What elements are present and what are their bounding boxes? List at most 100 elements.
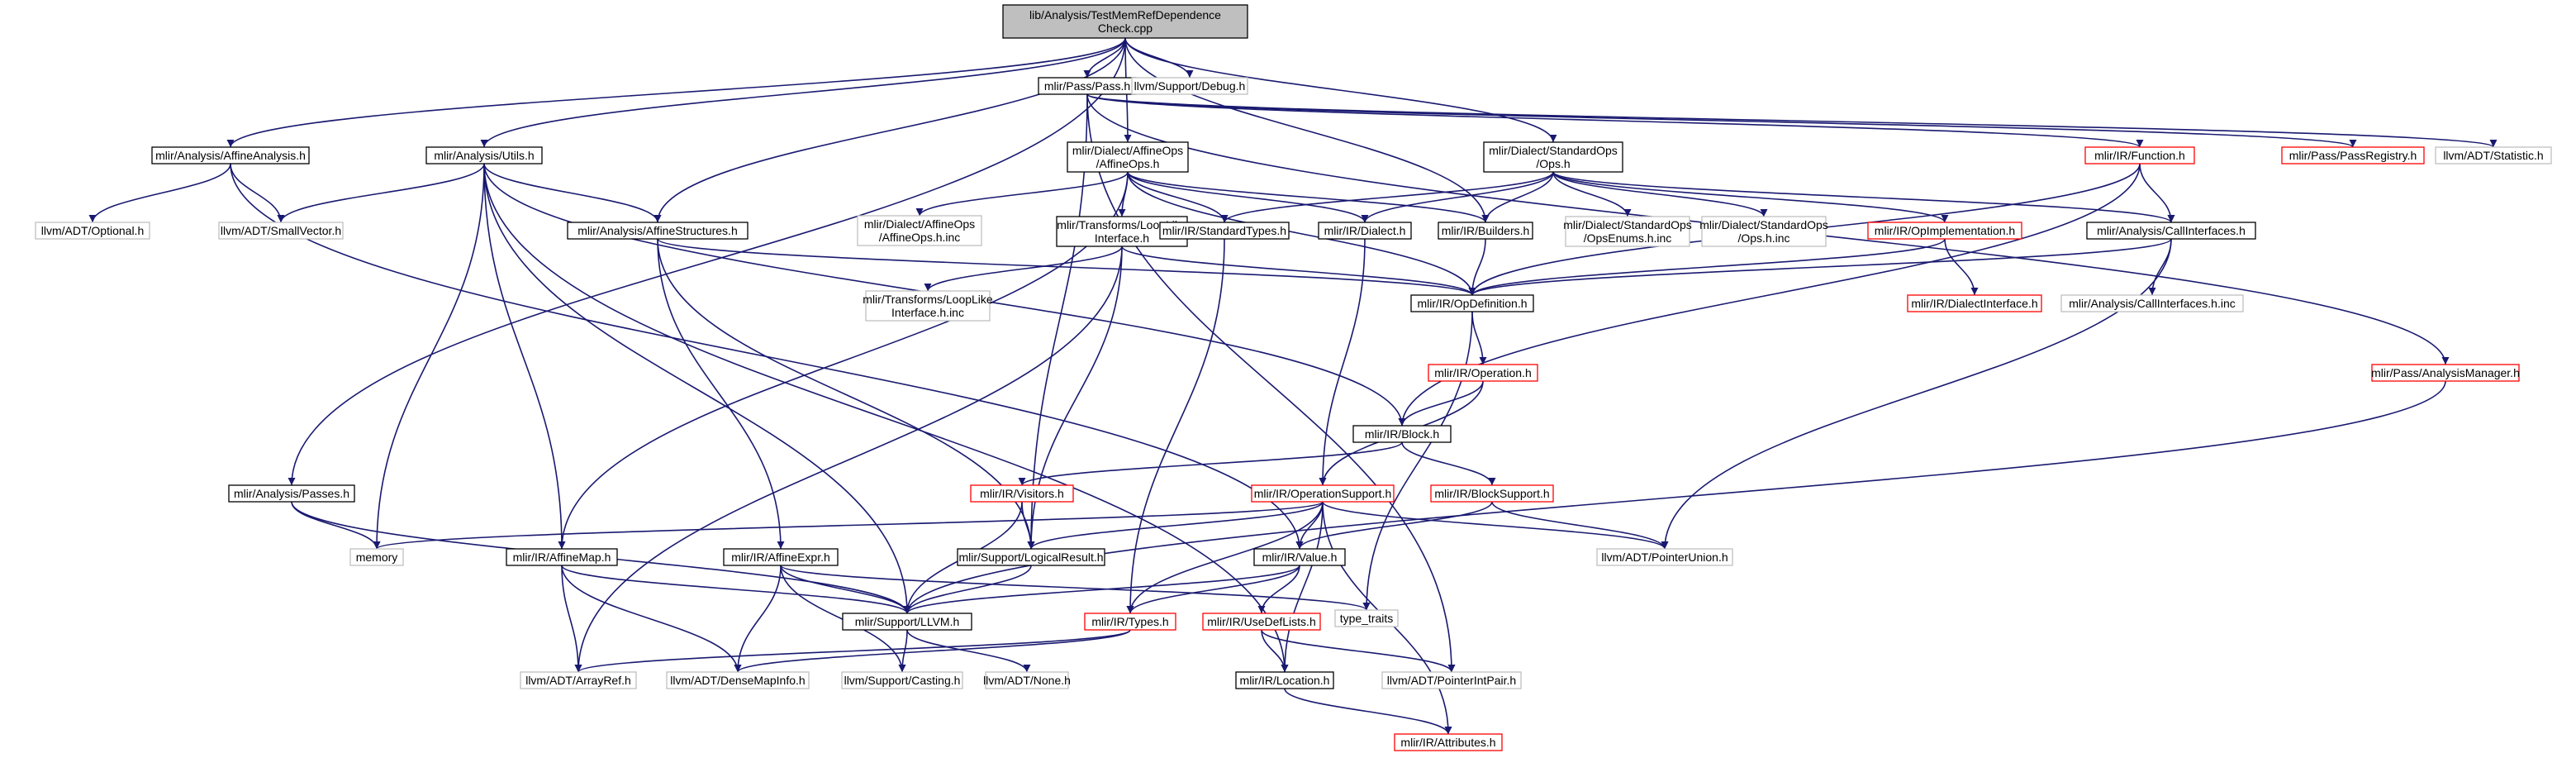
edge-pass_h-to-statistic_h: [1086, 93, 2497, 148]
node-affine-structures-h[interactable]: mlir/Analysis/AffineStructures.h: [567, 222, 749, 240]
edge-utils_h-to-affine_structures_h: [483, 163, 662, 223]
node-value-h[interactable]: mlir/IR/Value.h: [1253, 548, 1346, 566]
node-label: mlir/Dialect/AffineOps: [864, 217, 975, 231]
node-attributes-h[interactable]: mlir/IR/Attributes.h: [1394, 733, 1503, 751]
node-box: [1067, 141, 1189, 173]
node-pointer-union-h: llvm/ADT/PointerUnion.h: [1596, 548, 1733, 566]
node-label: /AffineOps.h: [1096, 157, 1160, 170]
node-affine-map-h[interactable]: mlir/IR/AffineMap.h: [506, 548, 618, 566]
node-label: llvm/ADT/PointerIntPair.h: [1387, 674, 1516, 687]
node-root[interactable]: lib/Analysis/TestMemRefDependenceCheck.c…: [1002, 4, 1248, 39]
node-std-ops-h[interactable]: mlir/Dialect/StandardOps/Ops.h: [1483, 141, 1623, 173]
edge-looplike_h-to-op_definition_h: [1121, 246, 1476, 296]
edge-llvm_h-to-none_h: [906, 629, 1031, 673]
edge-affine_expr_h-to-casting_h: [780, 565, 906, 673]
node-label: mlir/Analysis/Passes.h: [234, 487, 349, 500]
edge-affine_structures_h-to-logical_result_h: [657, 238, 1035, 550]
edge-std_ops_h-to-standard_types_h: [1220, 171, 1554, 223]
node-statistic-h: llvm/ADT/Statistic.h: [2435, 146, 2552, 164]
node-label: mlir/Analysis/Utils.h: [434, 149, 534, 162]
node-passes-h[interactable]: mlir/Analysis/Passes.h: [228, 484, 355, 503]
edge-root-to-utils_h: [480, 37, 1126, 148]
node-box: [1084, 613, 1176, 631]
node-box: [1202, 613, 1321, 631]
node-label: mlir/IR/Value.h: [1262, 551, 1338, 564]
node-box: [2281, 146, 2425, 164]
edge-root-to-affine_analysis_h: [226, 37, 1126, 148]
node-box: [1352, 425, 1452, 443]
node-label: mlir/IR/OperationSupport.h: [1254, 487, 1392, 500]
node-memory: memory: [349, 548, 404, 566]
edge-affine_ops_h-to-standard_types_h: [1127, 171, 1229, 223]
node-box: [857, 215, 982, 246]
node-analysis-manager-h[interactable]: mlir/Pass/AnalysisManager.h: [2371, 364, 2520, 382]
node-call-interfaces-h[interactable]: mlir/Analysis/CallInterfaces.h: [2086, 222, 2256, 240]
node-label: /AffineOps.h.inc: [879, 231, 961, 244]
node-box: [506, 548, 618, 566]
edge-std_ops_h-to-dialect_h: [1361, 171, 1554, 223]
node-affine-analysis-h[interactable]: mlir/Analysis/AffineAnalysis.h: [151, 146, 310, 164]
node-op-definition-h[interactable]: mlir/IR/OpDefinition.h: [1410, 294, 1534, 312]
node-dialect-h[interactable]: mlir/IR/Dialect.h: [1318, 222, 1412, 240]
node-function-h[interactable]: mlir/IR/Function.h: [2084, 146, 2195, 164]
node-affine-ops-h[interactable]: mlir/Dialect/AffineOps/AffineOps.h: [1067, 141, 1189, 173]
edge-value_h-to-use_def_lists_h: [1257, 565, 1300, 614]
node-label: llvm/ADT/SmallVector.h: [221, 224, 341, 237]
node-ops-enums-inc: mlir/Dialect/StandardOps/OpsEnums.h.inc: [1563, 216, 1692, 247]
node-utils-h[interactable]: mlir/Analysis/Utils.h: [425, 146, 543, 164]
node-label: mlir/IR/AffineExpr.h: [731, 551, 830, 564]
node-affine-expr-h[interactable]: mlir/IR/AffineExpr.h: [723, 548, 839, 566]
edge-llvm_h-to-casting_h: [898, 629, 908, 673]
node-box: [2371, 364, 2520, 382]
node-location-h[interactable]: mlir/IR/Location.h: [1235, 671, 1334, 689]
edge-op_impl_h-to-op_definition_h: [1468, 238, 1946, 296]
node-pass-h[interactable]: mlir/Pass/Pass.h: [1038, 77, 1137, 95]
edge-use_def_lists_h-to-pointer_int_pair_h: [1261, 629, 1456, 673]
node-op-impl-h[interactable]: mlir/IR/OpImplementation.h: [1867, 222, 2022, 240]
edge-affine_ops_h-to-builders_h: [1127, 171, 1490, 223]
node-array-ref-h: llvm/ADT/ArrayRef.h: [520, 671, 637, 689]
edge-builders_h-to-op_definition_h: [1468, 238, 1486, 296]
edge-types_h-to-dense_map_info_h: [734, 629, 1131, 673]
node-operation-h[interactable]: mlir/IR/Operation.h: [1428, 364, 1538, 382]
edge-block_support_h-to-value_h: [1295, 501, 1493, 550]
node-visitors-h[interactable]: mlir/IR/Visitors.h: [970, 484, 1074, 503]
node-block-support-h[interactable]: mlir/IR/BlockSupport.h: [1430, 484, 1554, 503]
edge-affine_ops_h-to-affine_ops_inc: [915, 171, 1129, 217]
edge-function_h-to-call_interfaces_h: [2139, 163, 2175, 223]
edge-operation_support_h-to-pointer_union_h: [1322, 501, 1669, 550]
node-box: [425, 146, 543, 164]
edge-operation_h-to-block_h: [1398, 380, 1484, 427]
edge-affine_map_h-to-llvm_h: [561, 565, 911, 614]
node-box: [1159, 222, 1290, 240]
node-operation-support-h[interactable]: mlir/IR/OperationSupport.h: [1251, 484, 1395, 503]
node-types-h[interactable]: mlir/IR/Types.h: [1084, 613, 1176, 631]
edge-pass_h-to-pointer_int_pair_h: [1086, 93, 1456, 673]
node-label: mlir/Analysis/CallInterfaces.h.inc: [2069, 297, 2236, 310]
node-label: mlir/Support/LogicalResult.h: [958, 551, 1103, 564]
node-box: [2084, 146, 2195, 164]
node-label: Interface.h.inc: [891, 306, 964, 319]
node-pass-registry-h[interactable]: mlir/Pass/PassRegistry.h: [2281, 146, 2425, 164]
node-label: mlir/IR/Function.h: [2094, 149, 2185, 162]
node-label: llvm/ADT/ArrayRef.h: [525, 674, 631, 687]
node-llvm-h[interactable]: mlir/Support/LLVM.h: [842, 613, 972, 631]
node-logical-result-h[interactable]: mlir/Support/LogicalResult.h: [957, 548, 1105, 566]
edge-affine_structures_h-to-affine_expr_h: [657, 238, 785, 550]
node-box: [1394, 733, 1503, 751]
node-box: [970, 484, 1074, 503]
node-label: type_traits: [1340, 612, 1394, 625]
node-box: [1438, 222, 1533, 240]
node-builders-h[interactable]: mlir/IR/Builders.h: [1438, 222, 1533, 240]
node-dialect-interface-h[interactable]: mlir/IR/DialectInterface.h: [1907, 294, 2042, 312]
node-label: mlir/IR/Dialect.h: [1324, 224, 1406, 237]
edge-dialect_h-to-operation_support_h: [1319, 238, 1366, 486]
node-label: Check.cpp: [1098, 21, 1153, 35]
node-standard-types-h[interactable]: mlir/IR/StandardTypes.h: [1159, 222, 1290, 240]
node-box: [985, 671, 1069, 689]
node-use-def-lists-h[interactable]: mlir/IR/UseDefLists.h: [1202, 613, 1321, 631]
node-block-h[interactable]: mlir/IR/Block.h: [1352, 425, 1452, 443]
edge-std_ops_h-to-op_impl_h: [1552, 171, 1949, 223]
edge-call_interfaces_h-to-pointer_union_h: [1661, 238, 2172, 550]
